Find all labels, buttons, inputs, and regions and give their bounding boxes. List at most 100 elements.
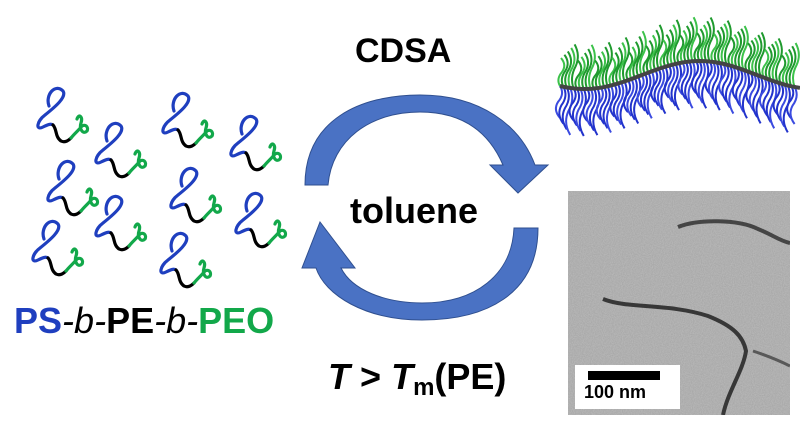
ps-corona-strand <box>755 75 764 124</box>
ps-corona-strand <box>673 62 683 111</box>
ps-corona-strand <box>714 62 723 111</box>
ps-corona-strand <box>646 70 655 119</box>
ps-corona-strand <box>612 83 621 122</box>
peo-corona-strand <box>781 51 790 85</box>
dash: - <box>186 300 199 341</box>
peo-corona-strand <box>713 29 722 63</box>
peo-corona-strand <box>717 26 726 64</box>
ps-corona-strand <box>599 86 608 125</box>
ps-corona-strand <box>592 87 601 136</box>
peo-corona-strand <box>707 17 715 62</box>
ps-corona-strand <box>660 66 669 115</box>
peo-corona-strand <box>628 46 637 80</box>
ps-corona-strand <box>704 60 713 95</box>
ps-corona-strand <box>765 79 774 123</box>
tm-var: T <box>391 356 414 397</box>
ps-corona-strand <box>605 85 615 134</box>
peo-corona-strand <box>761 48 770 79</box>
ps-corona-strand <box>752 74 761 118</box>
block-copolymer-icon <box>169 166 223 224</box>
micelle-strand <box>677 219 790 245</box>
ps-corona-strand <box>775 83 785 122</box>
peo-corona-strand <box>690 16 698 62</box>
peo-corona-strand <box>686 21 695 62</box>
ps-corona-strand <box>558 86 567 125</box>
ps-corona-strand <box>554 85 564 119</box>
block-b: b <box>74 300 95 341</box>
ps-corona-strand <box>656 67 666 111</box>
peo-corona-strand <box>727 36 736 67</box>
peo-corona-strand <box>778 54 787 85</box>
pe-crystalline-core <box>559 58 800 92</box>
peo-corona-strand <box>639 30 647 76</box>
peo-corona-strand <box>785 48 794 86</box>
peo-corona-strand <box>571 43 579 89</box>
ps-corona-strand <box>585 88 594 127</box>
block-copolymer-icon <box>94 194 148 252</box>
ps-corona-strand <box>707 61 717 100</box>
ps-corona-strand <box>728 66 737 115</box>
ps-corona-strand <box>694 60 703 99</box>
ps-corona-strand <box>745 71 754 106</box>
ps-corona-strand <box>718 63 727 97</box>
peo-corona-strand <box>594 55 603 89</box>
ps-corona-strand <box>639 73 649 112</box>
block-copolymer-icon <box>46 159 100 217</box>
ps-corona-strand <box>738 69 747 113</box>
peo-corona-strand <box>642 45 651 75</box>
peo-corona-strand <box>788 45 797 87</box>
segment-pe: PE <box>106 300 155 341</box>
ps-corona-strand <box>636 74 645 108</box>
ps-corona-strand <box>711 62 720 106</box>
peo-corona-strand <box>741 25 749 71</box>
peo-corona-strand <box>734 31 743 69</box>
ps-corona-strand <box>616 82 625 126</box>
peo-corona-strand <box>560 54 569 88</box>
ps-corona-strand <box>779 84 788 128</box>
peo-corona-strand <box>581 52 590 90</box>
peo-corona-strand <box>768 43 777 81</box>
peo-corona-strand <box>645 39 654 74</box>
peo-corona-strand <box>656 24 664 70</box>
tm-argument: (PE) <box>434 356 507 397</box>
segment-peo: PEO <box>198 300 275 341</box>
peo-corona-strand <box>618 42 627 83</box>
block-copolymer-icon <box>229 114 283 172</box>
peo-corona-strand <box>669 24 678 66</box>
peo-corona-strand <box>764 46 773 80</box>
temperature-var: T <box>328 356 350 397</box>
block-b: b <box>166 300 187 341</box>
peo-corona-strand <box>601 46 610 88</box>
ps-corona-strand <box>748 73 757 112</box>
ps-corona-strand <box>602 85 611 129</box>
ps-corona-strand <box>690 60 700 94</box>
peo-corona-strand <box>577 56 586 90</box>
ps-corona-strand <box>735 68 744 107</box>
ps-corona-strand <box>670 63 679 107</box>
ps-corona-strand <box>609 84 618 118</box>
peo-corona-strand <box>598 51 607 89</box>
scale-bar <box>588 371 660 380</box>
ps-corona-strand <box>769 80 778 129</box>
block-copolymer-icon <box>36 86 90 144</box>
ps-corona-strand <box>582 88 591 122</box>
peo-corona-strand <box>696 28 705 62</box>
ps-corona-strand <box>622 79 632 113</box>
peo-corona-strand <box>744 42 753 72</box>
scale-bar-label: 100 nm <box>584 382 647 402</box>
ps-corona-strand <box>578 88 587 137</box>
micelle-strand <box>602 297 749 415</box>
scale-bar-box: 100 nm <box>575 365 680 409</box>
peo-corona-strand <box>710 33 719 63</box>
peo-corona-strand <box>666 29 675 67</box>
peo-corona-strand <box>615 47 624 85</box>
peo-corona-strand <box>724 20 732 65</box>
ps-corona-strand <box>789 86 798 125</box>
ps-corona-strand <box>731 67 740 101</box>
ps-corona-strand <box>697 60 706 104</box>
peo-corona-strand <box>747 39 756 73</box>
operator: > <box>360 356 382 397</box>
segment-ps: PS <box>14 300 63 341</box>
ps-corona-strand <box>643 72 652 116</box>
